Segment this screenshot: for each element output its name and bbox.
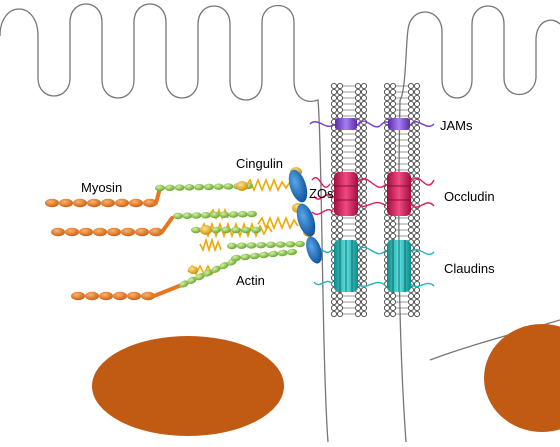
actin-bead xyxy=(256,241,267,249)
claudin-proteins xyxy=(311,240,435,292)
actin-bead xyxy=(191,226,201,234)
actin-bead xyxy=(174,184,185,191)
myosin-bead xyxy=(121,227,135,237)
myosin-bead xyxy=(129,198,143,208)
actin-bead xyxy=(228,211,239,218)
actin-bead xyxy=(195,273,205,281)
claudins-label: Claudins xyxy=(444,261,495,276)
actin-bead xyxy=(219,211,230,218)
occludin-proteins xyxy=(311,172,435,216)
actin-bead xyxy=(265,241,276,249)
occludin-label: Occludin xyxy=(444,189,495,204)
myosin-bead xyxy=(113,291,127,301)
actin-bead xyxy=(285,241,296,248)
actin-bead xyxy=(200,212,211,219)
actin-bead xyxy=(173,212,183,220)
actin-bead xyxy=(295,240,305,248)
actin-bead xyxy=(164,184,175,191)
actin-bead xyxy=(179,280,189,288)
actin-bead xyxy=(182,212,193,219)
myosin-bead xyxy=(135,227,149,237)
myosin-bead xyxy=(93,227,107,237)
actin-filaments xyxy=(155,182,305,288)
myosin-bead xyxy=(143,198,157,208)
zos-label: ZOs xyxy=(309,186,334,201)
right-cell-membrane xyxy=(399,5,560,101)
actin-label: Actin xyxy=(236,273,265,288)
actin-bead xyxy=(268,250,279,258)
actin-bead xyxy=(210,211,220,219)
actin-bead xyxy=(223,183,234,190)
actin-bead xyxy=(227,242,237,250)
actin-bead xyxy=(231,254,241,262)
myosin-bead xyxy=(85,291,99,301)
myosin-bead xyxy=(71,291,85,301)
left-nucleus xyxy=(92,336,284,436)
actin-bead xyxy=(191,212,202,219)
jams-label: JAMs xyxy=(440,118,473,133)
myosin-bead xyxy=(73,198,87,208)
actin-bead xyxy=(287,248,297,256)
myosin-bead xyxy=(51,227,65,237)
actin-bead xyxy=(275,241,286,248)
myosin-bead xyxy=(149,227,163,237)
actin-bead xyxy=(219,262,229,270)
myosin-bead xyxy=(127,291,141,301)
actin-bead xyxy=(277,249,288,257)
myosin-bead xyxy=(79,227,93,237)
myosin-bead xyxy=(59,198,73,208)
zo-proteins xyxy=(288,169,322,264)
right-nucleus xyxy=(484,324,560,432)
cingulin-strands xyxy=(187,177,299,276)
myosin-bead xyxy=(141,291,155,301)
actin-bead xyxy=(211,226,221,234)
actin-bead xyxy=(213,183,224,190)
actin-bead xyxy=(231,226,241,234)
actin-bead xyxy=(155,184,165,192)
actin-bead xyxy=(187,276,197,284)
actin-bead xyxy=(184,184,195,191)
actin-bead xyxy=(237,211,248,218)
myosin-filaments xyxy=(45,186,186,301)
myosin-bead xyxy=(87,198,101,208)
myosin-label: Myosin xyxy=(81,180,123,195)
actin-bead xyxy=(251,226,261,234)
actin-bead xyxy=(211,265,221,273)
myosin-bead xyxy=(107,227,121,237)
actin-bead xyxy=(221,226,231,234)
actin-bead xyxy=(240,253,251,261)
actin-bead xyxy=(194,183,205,191)
actin-bead xyxy=(259,251,269,259)
actin-bead xyxy=(203,269,213,277)
myosin-bead xyxy=(115,198,129,208)
actin-bead xyxy=(203,183,214,191)
left-cell-membrane xyxy=(0,3,329,443)
actin-bead xyxy=(236,242,247,249)
actin-bead xyxy=(249,252,260,260)
myosin-bead xyxy=(65,227,79,237)
myosin-bead xyxy=(99,291,113,301)
cingulin-label: Cingulin xyxy=(236,156,283,171)
actin-bead xyxy=(246,242,257,249)
myosin-bead xyxy=(101,198,115,208)
myosin-bead xyxy=(45,198,59,208)
actin-bead xyxy=(241,226,251,234)
jam-proteins xyxy=(309,118,435,130)
actin-bead xyxy=(247,210,257,218)
